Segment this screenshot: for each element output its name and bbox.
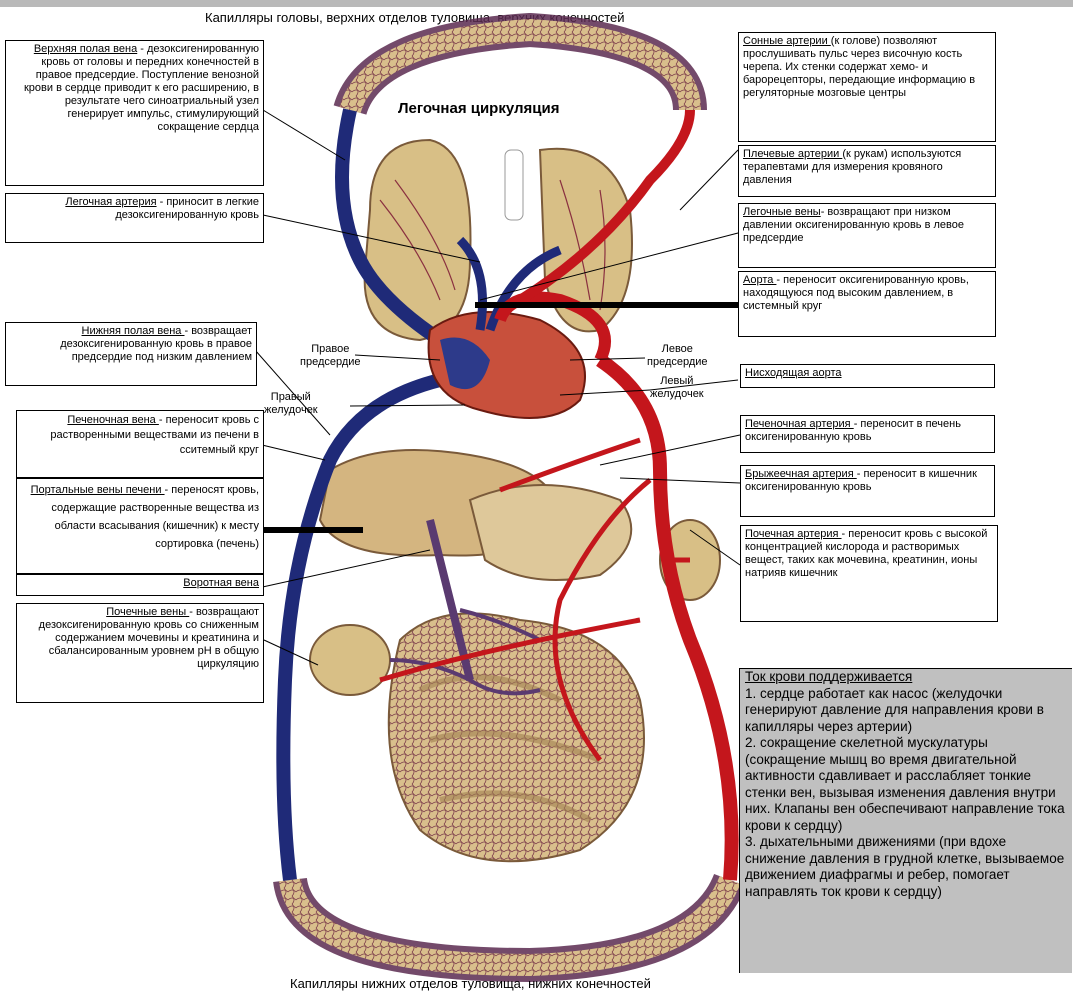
renal-artery-title: Почечная артерия — [745, 528, 842, 540]
superior-vena-cava-text: - дезоксигенированную кровь от головы и … — [24, 43, 259, 133]
summary-title: Ток крови поддерживается — [745, 669, 1067, 686]
brachial-arteries-box: Плечевые артерии (к рукам) используются … — [738, 145, 996, 197]
superior-vena-cava-box: Верхняя полая вена - дезоксигенированную… — [5, 40, 264, 186]
renal-veins-box: Почечные вены - возвращают дезоксигениро… — [16, 603, 264, 703]
inferior-vena-cava-box: Нижняя полая вена - возвращает дезоксиге… — [5, 322, 257, 386]
renal-artery-box: Почечная артерия - переносит кровь с выс… — [740, 525, 998, 622]
summary-item-3: 3. дыхательными движениями (при вдохе сн… — [745, 834, 1067, 900]
portal-marker-bar — [263, 527, 363, 533]
brachial-arteries-title: Плечевые артерии — [743, 148, 842, 160]
portal-vein-box: Воротная вена — [16, 574, 264, 596]
portal-veins-box: Портальные вены печени - переносят кровь… — [16, 478, 264, 574]
aorta-marker-bar — [475, 302, 738, 308]
mesenteric-artery-box: Брыжеечная артерия - переносит в кишечни… — [740, 465, 995, 517]
pulmonary-artery-box: Легочная артерия - приносит в легкие дез… — [5, 193, 264, 243]
aorta-box: Аорта - переносит оксигенированную кровь… — [738, 271, 996, 337]
left-atrium-label: Левое предсердие — [647, 343, 708, 369]
superior-vena-cava-title: Верхняя полая вена — [34, 43, 137, 55]
bottom-capillaries-caption: Капилляры нижних отделов туловища, нижни… — [290, 976, 651, 991]
aorta-text: - переносит оксигенированную кровь, нахо… — [743, 274, 969, 312]
portal-veins-title: Портальные вены печени — [31, 484, 165, 496]
summary-item-1: 1. сердце работает как насос (желудочки … — [745, 686, 1067, 736]
right-atrium-label: Правое предсердие — [300, 343, 361, 369]
left-ventricle-label: Левый желудочек — [650, 375, 704, 401]
hepatic-vein-title: Печеночная вена — [67, 414, 158, 426]
pulmonary-veins-title: Легочные вены — [743, 206, 821, 218]
hepatic-artery-title: Печеночная артерия — [745, 418, 854, 430]
descending-aorta-box: Нисходящая аорта — [740, 364, 995, 388]
hepatic-artery — [500, 440, 640, 490]
renal-veins-title: Почечные вены — [106, 606, 189, 618]
carotid-arteries-title: Сонные артерии — [743, 35, 831, 47]
stomach — [470, 485, 631, 580]
right-ventricle-label: Правый желудочек — [264, 391, 318, 417]
carotid-arteries-box: Сонные артерии (к голове) позволяют прос… — [738, 32, 996, 142]
hepatic-artery-box: Печеночная артерия - переносит в печень … — [740, 415, 995, 453]
right-kidney — [310, 625, 390, 695]
pulmonary-veins-box: Легочные вены- возвращают при низком дав… — [738, 203, 996, 268]
mesenteric-artery-title: Брыжеечная артерия — [745, 468, 857, 480]
descending-aorta-title: Нисходящая аорта — [745, 367, 842, 379]
pulmonary-artery-title: Легочная артерия — [65, 196, 156, 208]
inferior-vena-cava-title: Нижняя полая вена — [82, 325, 185, 337]
blood-flow-summary-box: Ток крови поддерживается 1. сердце работ… — [739, 668, 1072, 973]
pulmonary-circulation-title: Легочная циркуляция — [398, 102, 559, 115]
hepatic-vein-box: Печеночная вена - переносит кровь с раст… — [16, 410, 264, 478]
summary-item-2: 2. сокращение скелетной мускулатуры (сок… — [745, 735, 1067, 834]
portal-vein-title: Воротная вена — [183, 577, 259, 589]
trachea — [505, 150, 523, 220]
aorta-title: Аорта — [743, 274, 776, 286]
